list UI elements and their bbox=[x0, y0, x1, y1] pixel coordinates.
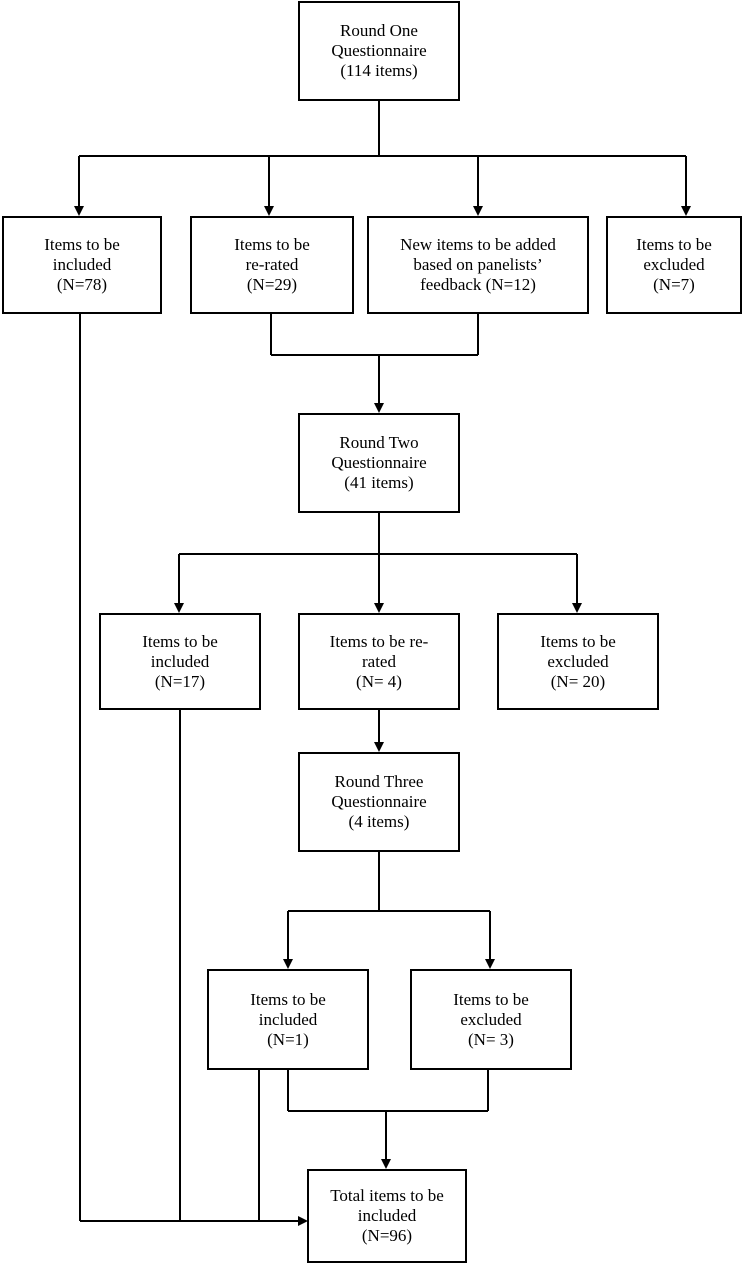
r1-new-line-3: feedback (N=12) bbox=[420, 275, 536, 294]
r3-excluded-box: Items to be excluded (N= 3) bbox=[410, 969, 572, 1070]
r2-excluded-line-2: excluded bbox=[547, 651, 609, 671]
r3-included-box: Items to be included (N=1) bbox=[207, 969, 369, 1070]
round-two-line-2: Questionnaire bbox=[331, 453, 427, 472]
r2-rerated-box: Items to be re- rated (N= 4) bbox=[298, 613, 460, 710]
r3-included-line-3: (N=1) bbox=[267, 1029, 309, 1049]
total-included-box: Total items to be included (N=96) bbox=[307, 1169, 467, 1263]
r2-excluded-line-3: (N= 20) bbox=[550, 671, 606, 691]
round-three-box: Round Three Questionnaire (4 items) bbox=[298, 752, 460, 852]
r2-excluded-box: Items to be excluded (N= 20) bbox=[497, 613, 659, 710]
r1-rerated-line-3: (N=29) bbox=[246, 275, 298, 294]
r3-included-line-2: included bbox=[258, 1009, 318, 1029]
r3-excluded-line-2: excluded bbox=[460, 1009, 522, 1029]
round-three-line-2: Questionnaire bbox=[331, 792, 427, 811]
round-one-line-2: Questionnaire bbox=[331, 41, 427, 60]
r2-excluded-line-1: Items to be bbox=[540, 631, 616, 651]
r2-rerated-line-2: rated bbox=[362, 651, 396, 671]
r1-rerated-line-1: Items to be bbox=[234, 235, 310, 254]
r3-included-line-1: Items to be bbox=[250, 989, 326, 1009]
r1-rerated-box: Items to be re-rated (N=29) bbox=[190, 216, 354, 314]
r2-rerated-line-1: Items to be re- bbox=[329, 631, 429, 651]
r2-included-line-1: Items to be bbox=[142, 631, 218, 651]
r1-included-line-1: Items to be bbox=[44, 235, 120, 254]
r2-included-box: Items to be included (N=17) bbox=[99, 613, 261, 710]
round-two-box: Round Two Questionnaire (41 items) bbox=[298, 413, 460, 513]
r1-rerated-line-2: re-rated bbox=[245, 255, 299, 274]
r1-new-line-2: based on panelists’ bbox=[413, 255, 543, 274]
r1-new-line-1: New items to be added bbox=[400, 235, 556, 254]
round-two-line-1: Round Two bbox=[339, 433, 419, 452]
r1-included-line-3: (N=78) bbox=[56, 275, 108, 294]
total-line-3: (N=96) bbox=[361, 1226, 413, 1245]
round-three-line-3: (4 items) bbox=[348, 812, 410, 831]
round-three-line-1: Round Three bbox=[334, 772, 424, 791]
r2-included-line-2: included bbox=[150, 651, 210, 671]
round-one-box: Round One Questionnaire (114 items) bbox=[298, 1, 460, 101]
round-one-line-1: Round One bbox=[340, 21, 418, 40]
r1-excluded-box: Items to be excluded (N=7) bbox=[606, 216, 742, 314]
round-one-line-3: (114 items) bbox=[340, 61, 418, 80]
r1-excluded-line-2: excluded bbox=[643, 255, 705, 274]
total-line-2: included bbox=[357, 1206, 417, 1225]
round-two-line-3: (41 items) bbox=[344, 473, 414, 492]
r2-rerated-line-3: (N= 4) bbox=[356, 671, 402, 691]
r1-new-items-box: New items to be added based on panelists… bbox=[367, 216, 589, 314]
r1-included-box: Items to be included (N=78) bbox=[2, 216, 162, 314]
r3-excluded-line-1: Items to be bbox=[453, 989, 529, 1009]
r3-excluded-line-3: (N= 3) bbox=[468, 1029, 514, 1049]
r1-excluded-line-1: Items to be bbox=[636, 235, 712, 254]
r1-excluded-line-3: (N=7) bbox=[653, 275, 695, 294]
r1-included-line-2: included bbox=[52, 255, 112, 274]
total-line-1: Total items to be bbox=[330, 1186, 444, 1205]
r2-included-line-3: (N=17) bbox=[154, 671, 206, 691]
